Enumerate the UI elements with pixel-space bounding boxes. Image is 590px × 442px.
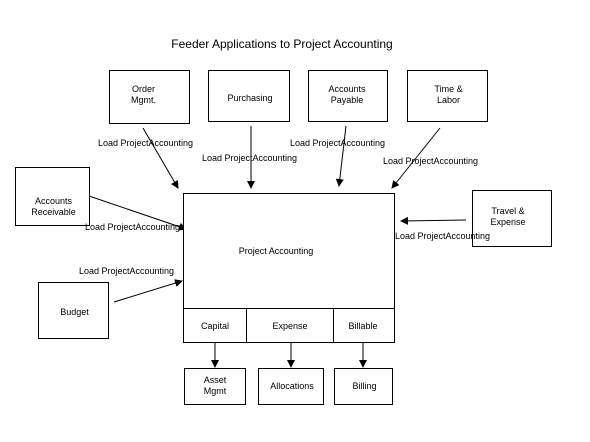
arrow-travel-to-project — [400, 216, 467, 225]
arrow-payable-to-project — [335, 125, 347, 187]
arrow-budget-to-project — [113, 279, 183, 303]
allocations-label: Allocations — [270, 381, 314, 391]
time-labor-label: Time & Labor — [434, 84, 463, 105]
load-label-order-mgmt: Load ProjectAccounting — [98, 138, 194, 148]
budget-box: Budget — [38, 282, 109, 339]
load-label-time-labor: Load ProjectAccounting — [383, 156, 479, 166]
budget-label: Budget — [60, 307, 89, 317]
asset-mgmt-box: Asset Mgmt — [184, 368, 246, 405]
load-label-purchasing: Load ProjectAccounting — [202, 153, 298, 163]
segment-billable: Billable — [348, 320, 378, 331]
load-label-accounts-receivable: Load ProjectAccounting — [85, 222, 181, 232]
load-label-accounts-payable: Load ProjectAccounting — [290, 138, 386, 148]
billing-label: Billing — [352, 381, 377, 391]
time-labor-box: Time & Labor — [407, 70, 488, 122]
purchasing-label: Purchasing — [227, 93, 273, 103]
load-label-budget: Load ProjectAccounting — [79, 266, 175, 276]
order-mgmt-label: Order Mgmt. — [130, 84, 156, 105]
purchasing-box: Purchasing — [208, 70, 290, 122]
accounts-receivable-box: Accounts Receivable — [15, 167, 90, 226]
accounts-payable-label: Accounts Payable — [328, 84, 366, 105]
load-label-travel-expense: Load ProjectAccounting — [395, 231, 491, 241]
project-accounting-box: Project Accounting Capital Expense Billa… — [183, 193, 395, 343]
project-accounting-divider — [184, 308, 394, 309]
billing-box: Billing — [334, 368, 393, 405]
accounts-payable-box: Accounts Payable — [308, 70, 388, 122]
allocations-box: Allocations — [258, 368, 324, 405]
asset-mgmt-label: Asset Mgmt — [203, 375, 227, 396]
diagram-title: Feeder Applications to Project Accountin… — [171, 37, 393, 51]
accounts-receivable-label: Accounts Receivable — [31, 196, 76, 217]
travel-expense-box: Travel & Expense — [472, 190, 552, 247]
project-accounting-label: Project Accounting — [238, 246, 314, 256]
segment-expense: Expense — [247, 309, 334, 343]
segment-capital: Capital — [184, 309, 247, 343]
travel-expense-label: Travel & Expense — [490, 206, 526, 227]
order-mgmt-box: Order Mgmt. — [109, 70, 190, 124]
arrow-order-to-project — [142, 127, 179, 189]
